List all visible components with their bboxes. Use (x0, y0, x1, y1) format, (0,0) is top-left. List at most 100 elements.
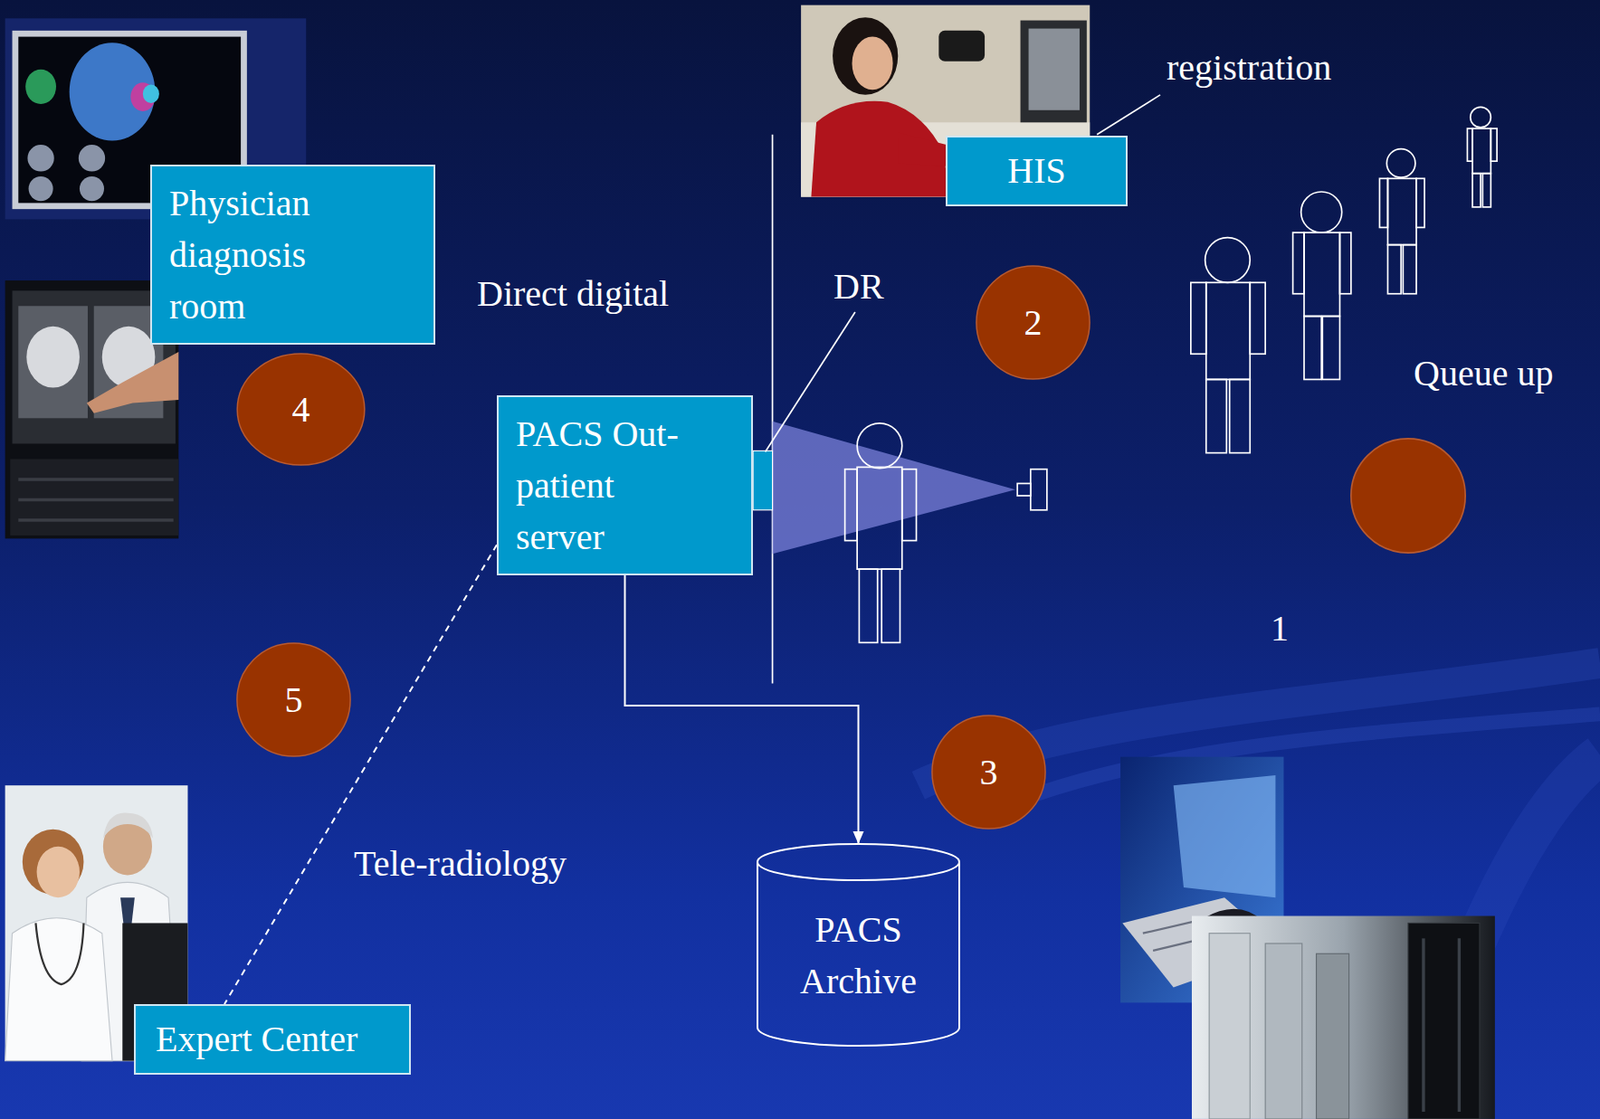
monitor-photo (18, 305, 88, 419)
node-text: 4 (292, 388, 311, 432)
flow-arrow (625, 575, 859, 845)
system-box: HIS (945, 135, 1128, 207)
patient-figure (857, 423, 903, 469)
annotation-label: Queue up (1413, 352, 1553, 395)
node-text: PACS Out-patient server (515, 408, 697, 563)
node-text: Expert Center (155, 1018, 358, 1062)
node-text: 2 (1024, 301, 1043, 345)
server-room-photo (1421, 938, 1425, 1113)
queue-figures (1304, 316, 1322, 381)
cylinder-outline (757, 844, 960, 1047)
doctors-photo (35, 923, 84, 985)
annotation-label: Tele-radiology (353, 843, 567, 886)
server-room-photo (1191, 916, 1496, 1119)
queue-figures (1470, 106, 1492, 128)
leader-line (765, 312, 856, 452)
queue-figures (1190, 106, 1497, 453)
queue-figures (1472, 128, 1491, 174)
leader-line (1096, 95, 1161, 135)
queue-figures (1387, 178, 1417, 245)
server-room-photo (1457, 938, 1461, 1113)
queue-figures (1206, 282, 1250, 380)
archive-cylinder: PACS Archive (756, 844, 961, 1047)
server-room-photo (1265, 943, 1303, 1119)
workstation-photo (25, 69, 57, 105)
queue-figures (1301, 191, 1343, 233)
center-box: Expert Center (133, 1004, 411, 1076)
divider-line (771, 134, 774, 685)
patient-figure (845, 423, 917, 643)
circle-shape (976, 266, 1090, 380)
server-room-photo (1191, 916, 1496, 1119)
patient-figure (845, 469, 858, 542)
step-circle: 2 (974, 264, 1092, 381)
server-room-photo (1316, 953, 1350, 1119)
queue-figures (1387, 245, 1401, 295)
doctors-photo (5, 918, 113, 1062)
monitor-photo (18, 518, 173, 522)
circle-shape (237, 353, 365, 466)
node-text: 3 (980, 751, 999, 795)
circle-shape (932, 715, 1046, 829)
circle-shape (237, 643, 351, 757)
xray-tube (1017, 469, 1048, 511)
queue-figures (1402, 245, 1417, 295)
queue-figures (1249, 282, 1266, 354)
workstation-photo (78, 144, 105, 172)
queue-figures (1190, 282, 1207, 354)
monitor-photo (26, 326, 80, 389)
workstation-photo (28, 176, 54, 201)
illustration (5, 5, 1600, 1119)
queue-figures (1379, 178, 1388, 228)
patient-figure (881, 569, 900, 643)
registration-photo (832, 17, 898, 96)
workstation-photo (79, 176, 105, 201)
workstation-photo (27, 144, 54, 172)
queue-figures (1490, 128, 1497, 162)
doctors-photo (37, 847, 80, 898)
queue-figures (1304, 232, 1340, 316)
registration-photo (852, 37, 894, 91)
queue-figures (1205, 238, 1251, 284)
monitor-photo (86, 352, 179, 414)
queue-figures (1206, 379, 1228, 453)
queue-figures (1339, 232, 1351, 295)
queue-figures (1416, 178, 1425, 228)
registration-photo (1020, 20, 1087, 124)
callout-number: 1 (1270, 608, 1289, 650)
decorative-swoosh (918, 663, 1600, 1119)
queue-figures (1386, 149, 1416, 179)
workstation-photo (142, 85, 160, 104)
monitor-photo (18, 477, 173, 481)
step-circle: 4 (235, 352, 367, 467)
step-circle (1351, 438, 1466, 553)
room-box: Physician diagnosis room (150, 164, 436, 345)
dr-detector (752, 450, 772, 510)
server-room-photo (1408, 923, 1480, 1119)
queue-figures (1466, 128, 1473, 162)
step-circle: 5 (235, 641, 353, 759)
server-box: PACS Out-patient server (496, 395, 753, 576)
node-text: Physician diagnosis room (169, 177, 351, 333)
registration-photo (1028, 28, 1080, 111)
queue-figures (1293, 232, 1305, 295)
dashed-link (224, 544, 497, 1005)
queue-figures (1472, 173, 1481, 208)
monitor-photo (9, 458, 179, 536)
doctors-photo (103, 813, 153, 839)
annotation-label: registration (1166, 47, 1332, 89)
node-text: PACS Archive (777, 904, 941, 1008)
patient-figure (858, 569, 877, 643)
decorative-swoosh (1408, 754, 1600, 1119)
server-room-photo (1209, 933, 1250, 1119)
computer-photo (1173, 775, 1277, 898)
queue-figures (1229, 379, 1251, 453)
queue-figures (1322, 316, 1340, 381)
xray-tube (1030, 469, 1048, 511)
workstation-photo (69, 42, 156, 141)
decorative-swoosh (979, 714, 1600, 817)
step-circle: 3 (930, 714, 1048, 831)
annotation-label: DR (833, 266, 885, 308)
